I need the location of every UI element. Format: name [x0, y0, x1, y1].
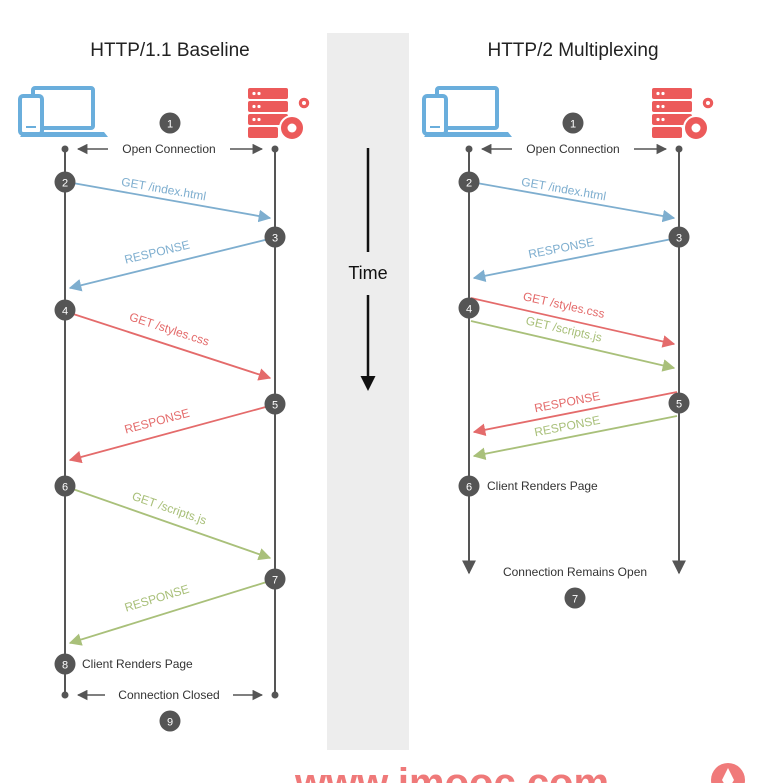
devices-icon	[18, 86, 108, 137]
arrow-response-styles	[68, 404, 274, 464]
server-gear-icon	[248, 88, 311, 141]
step-badge: 2	[458, 171, 480, 193]
arrow-get-index	[470, 181, 676, 223]
arrow-response-scripts	[68, 579, 274, 646]
client-renders-label: Client Renders Page	[82, 657, 193, 671]
step-badge: 1	[159, 112, 181, 134]
svg-text:8: 8	[62, 660, 68, 672]
step-badge: 3	[668, 226, 690, 248]
svg-text:9: 9	[167, 717, 173, 729]
svg-text:2: 2	[62, 178, 68, 190]
server-gear-icon	[652, 88, 715, 141]
connection-closed-label: Connection Closed	[118, 688, 219, 702]
label-response-styles: RESPONSE	[533, 389, 601, 415]
svg-text:2: 2	[466, 178, 472, 190]
step-badge: 5	[264, 393, 286, 415]
arrow-response-scripts	[472, 415, 678, 460]
open-connection-label: Open Connection	[526, 142, 619, 156]
arrow-get-styles	[66, 311, 272, 381]
step-badge: 6	[54, 475, 76, 497]
panel-title-http1: HTTP/1.1 Baseline	[90, 40, 249, 61]
connection-open-label: Connection Remains Open	[503, 565, 647, 579]
panel-title-http2: HTTP/2 Multiplexing	[487, 40, 658, 61]
arrow-get-index	[66, 181, 272, 223]
svg-text:3: 3	[272, 233, 278, 245]
svg-text:5: 5	[272, 400, 278, 412]
step-badge: 4	[54, 299, 76, 321]
panel-http2: HTTP/2 Multiplexing Op	[422, 40, 715, 609]
step-badge: 5	[668, 392, 690, 414]
label-response-scripts: RESPONSE	[123, 582, 191, 615]
step-badge: 7	[264, 568, 286, 590]
arrow-get-scripts	[66, 486, 272, 561]
step-badge: 9	[159, 710, 181, 732]
svg-text:6: 6	[62, 482, 68, 494]
step-badge: 3	[264, 226, 286, 248]
step-badge: 2	[54, 171, 76, 193]
svg-text:3: 3	[676, 233, 682, 245]
watermark-text: www.imooc.com	[294, 761, 609, 783]
step-badge: 8	[54, 653, 76, 675]
label-response-index: RESPONSE	[527, 235, 595, 261]
arrow-get-scripts	[470, 320, 676, 372]
svg-text:1: 1	[570, 119, 576, 131]
label-response-scripts: RESPONSE	[533, 413, 601, 439]
svg-text:6: 6	[466, 482, 472, 494]
svg-text:4: 4	[62, 306, 68, 318]
svg-text:5: 5	[676, 399, 682, 411]
step-badge: 6	[458, 475, 480, 497]
devices-icon	[422, 86, 512, 137]
open-connection-label: Open Connection	[122, 142, 215, 156]
label-response-styles: RESPONSE	[123, 406, 191, 437]
client-renders-label: Client Renders Page	[487, 479, 598, 493]
svg-text:7: 7	[272, 575, 278, 587]
label-get-scripts: GET /scripts.js	[130, 489, 208, 528]
svg-text:4: 4	[466, 304, 472, 316]
time-band	[327, 33, 409, 750]
step-badge: 1	[562, 112, 584, 134]
svg-text:1: 1	[167, 119, 173, 131]
label-get-styles: GET /styles.css	[128, 310, 211, 349]
panel-http1: HTTP/1.1 Baseline	[18, 40, 311, 732]
label-response-index: RESPONSE	[123, 238, 191, 267]
watermark-logo-icon	[711, 763, 745, 783]
svg-text:7: 7	[572, 594, 578, 606]
arrow-response-index	[68, 237, 274, 292]
arrow-response-index	[472, 237, 678, 282]
arrow-response-styles	[472, 391, 678, 436]
step-badge: 7	[564, 587, 586, 609]
arrow-get-styles	[470, 297, 676, 348]
step-badge: 4	[458, 297, 480, 319]
time-label: Time	[348, 263, 387, 283]
